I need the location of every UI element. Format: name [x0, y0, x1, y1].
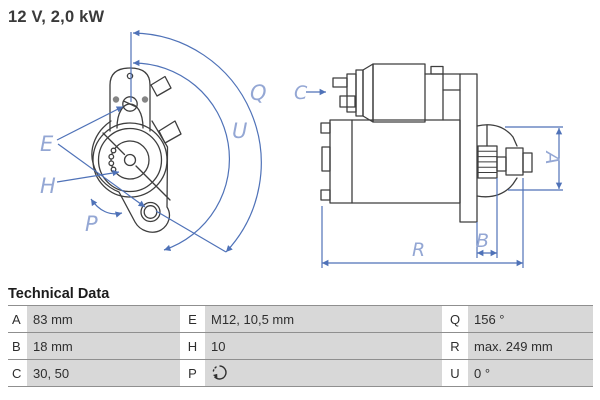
leader-e-bottom — [57, 143, 146, 208]
spec-key-h: H — [180, 333, 205, 360]
spec-key-a: A — [8, 306, 27, 333]
table-title: Technical Data — [8, 286, 110, 302]
page-title: 12 V, 2,0 kW — [8, 8, 105, 26]
dim-label-e: E — [40, 132, 54, 156]
dim-label-a: A — [541, 150, 563, 165]
spec-value-a: 83 mm — [27, 306, 180, 333]
dim-label-q: Q — [250, 81, 267, 105]
spec-key-q: Q — [442, 306, 468, 333]
spec-value-e: M12, 10,5 mm — [205, 306, 442, 333]
dim-label-u: U — [232, 119, 247, 143]
spec-value-b: 18 mm — [27, 333, 180, 360]
rotation-direction-icon — [212, 365, 227, 380]
spec-key-e: E — [180, 306, 205, 333]
technical-drawing: E H P Q U — [40, 29, 563, 268]
dim-label-c: C — [294, 82, 308, 104]
dim-label-p: P — [85, 212, 98, 236]
spec-table: A 83 mm E M12, 10,5 mm Q 156 ° B 18 mm H… — [8, 305, 593, 387]
spec-value-p — [205, 360, 442, 387]
dim-label-h: H — [40, 174, 56, 198]
spec-key-r: R — [442, 333, 468, 360]
technical-data-section: Technical Data A 83 mm E M12, 10,5 mm Q … — [8, 286, 593, 387]
side-view-drawing — [320, 63, 533, 223]
dim-label-b: B — [476, 230, 489, 252]
spec-key-u: U — [442, 360, 468, 387]
motor-body — [329, 119, 461, 204]
front-view-dimensions — [56, 29, 262, 253]
angle-arc-q — [132, 29, 262, 253]
spec-value-r: max. 249 mm — [468, 333, 593, 360]
rotation-arrow — [90, 198, 123, 218]
side-view-dimensions — [306, 88, 563, 268]
spec-value-c: 30, 50 — [27, 360, 180, 387]
angle-arc-u — [132, 59, 231, 251]
spec-value-u: 0 ° — [468, 360, 593, 387]
leader-h — [56, 169, 120, 183]
spec-key-b: B — [8, 333, 27, 360]
spec-value-q: 156 ° — [468, 306, 593, 333]
spec-key-p: P — [180, 360, 205, 387]
spec-value-h: 10 — [205, 333, 442, 360]
solenoid-body — [372, 63, 426, 123]
terminal-pins — [332, 77, 348, 88]
spec-key-c: C — [8, 360, 27, 387]
dim-label-r: R — [412, 239, 425, 261]
front-view-drawing — [91, 67, 182, 233]
mounting-flange — [459, 73, 478, 223]
leader-e-top — [56, 105, 124, 141]
